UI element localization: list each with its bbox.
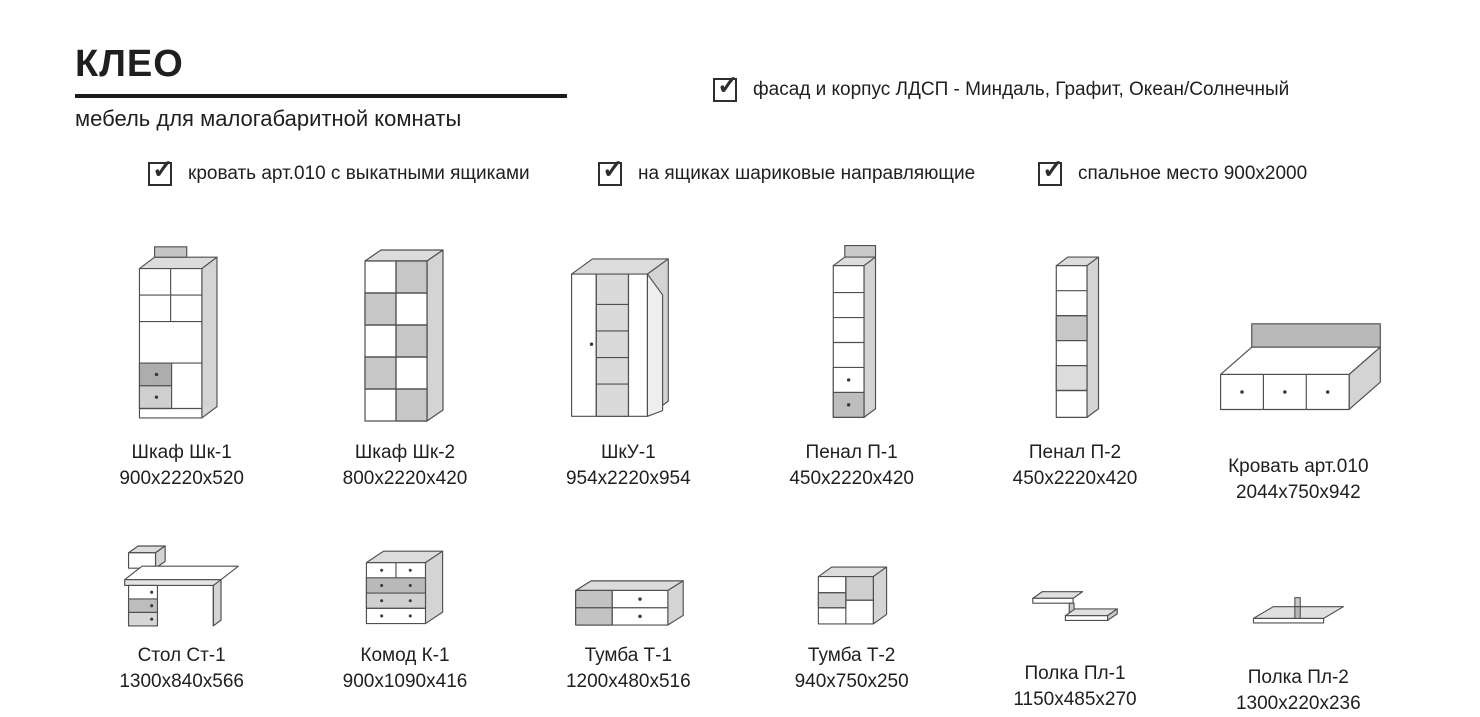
product-card-penal-p2: Пенал П-2 450х2220х420: [963, 228, 1186, 505]
product-card-penal-p1: Пенал П-1 450х2220х420: [740, 228, 963, 505]
feature-label: спальное место 900х2000: [1078, 163, 1308, 184]
checkmark-icon: ✓: [602, 154, 624, 184]
product-card-stol-st1: Стол Ст-1 1300х840х566: [70, 535, 293, 716]
product-caption: Кровать арт.010 2044х750х942: [1228, 454, 1368, 505]
stol-st1-drawing: [70, 535, 293, 631]
product-size: 800х2220х420: [342, 467, 468, 489]
product-size: 900х1090х416: [342, 670, 468, 692]
product-size: 2044х750х942: [1235, 481, 1361, 503]
shkaf-shk1-drawing: [70, 228, 293, 428]
shkaf-shk2-drawing: [293, 228, 516, 428]
product-size: 450х2220х420: [1012, 467, 1138, 489]
polka-pl1-drawing: [963, 535, 1186, 649]
product-caption: Шкаф Шк-1 900х2220х520: [119, 440, 244, 491]
product-name: Пенал П-1: [805, 442, 898, 463]
feature-label: кровать арт.010 с выкатными ящиками: [188, 163, 530, 184]
checkbox-icon: ✓: [1038, 154, 1064, 186]
product-size: 450х2220х420: [789, 467, 914, 489]
product-caption: Комод К-1 900х1090х416: [343, 643, 468, 694]
product-name: ШкУ-1: [600, 442, 656, 463]
komod-k1-drawing: [293, 535, 516, 631]
product-name: Стол Ст-1: [137, 645, 226, 667]
feature-bed-size: ✓ спальное место 900х2000: [1038, 154, 1308, 186]
krovat-010-drawing: [1187, 228, 1410, 442]
product-name: Кровать арт.010: [1228, 456, 1369, 477]
product-name: Шкаф Шк-2: [354, 442, 456, 463]
header: КЛЕО мебель для малогабаритной комнаты: [75, 43, 567, 132]
tumba-t1-drawing: [517, 535, 740, 631]
product-name: Тумба Т-2: [807, 645, 896, 667]
product-caption: Шкаф Шк-2 800х2220х420: [343, 440, 468, 491]
penal-p2-drawing: [963, 228, 1186, 428]
checkbox-icon: ✓: [148, 154, 174, 186]
product-size: 1200х480х516: [565, 670, 691, 692]
checkmark-icon: ✓: [1042, 154, 1064, 184]
product-card-tumba-t2: Тумба Т-2 940х750х250: [740, 535, 963, 716]
product-size: 954х2220х954: [565, 467, 691, 489]
product-caption: Тумба Т-1 1200х480х516: [566, 643, 691, 694]
product-size: 900х2220х520: [119, 467, 244, 489]
feature-label: на ящиках шариковые направляющие: [638, 163, 976, 184]
page-subtitle: мебель для малогабаритной комнаты: [75, 105, 462, 131]
product-name: Тумба Т-1: [584, 645, 673, 667]
checkmark-icon: ✓: [717, 70, 739, 100]
polka-pl2-drawing: [1187, 535, 1410, 653]
product-caption: Тумба Т-2 940х750х250: [795, 643, 909, 694]
page-title: КЛЕО: [75, 43, 567, 98]
product-name: Шкаф Шк-1: [131, 442, 232, 463]
product-card-tumba-t1: Тумба Т-1 1200х480х516: [517, 535, 740, 716]
product-name: Комод К-1: [360, 645, 450, 667]
product-card-shku1: ШкУ-1 954х2220х954: [517, 228, 740, 505]
product-size: 1300х220х236: [1235, 692, 1361, 714]
feature-label: фасад и корпус ЛДСП - Миндаль, Графит, О…: [753, 79, 1290, 100]
shku1-drawing: [517, 228, 740, 428]
product-card-komod-k1: Комод К-1 900х1090х416: [293, 535, 516, 716]
checkbox-icon: ✓: [598, 154, 624, 186]
product-grid: Шкаф Шк-1 900х2220х520 Шкаф: [70, 228, 1410, 717]
product-name: Пенал П-2: [1028, 442, 1122, 463]
product-card-polka-pl1: Полка Пл-1 1150х485х270: [963, 535, 1186, 716]
product-size: 1300х840х566: [119, 670, 244, 692]
feature-ball-guides: ✓ на ящиках шариковые направляющие: [598, 154, 976, 186]
product-name: Полка Пл-2: [1247, 667, 1349, 689]
product-size: 940х750х250: [794, 670, 909, 692]
checkbox-icon: ✓: [713, 70, 739, 102]
product-caption: Полка Пл-1 1150х485х270: [1013, 661, 1136, 712]
product-caption: Пенал П-2 450х2220х420: [1013, 440, 1138, 491]
product-caption: ШкУ-1 954х2220х954: [566, 440, 691, 491]
product-name: Полка Пл-1: [1024, 663, 1126, 685]
penal-p1-drawing: [740, 228, 963, 428]
product-card-polka-pl2: Полка Пл-2 1300х220х236: [1187, 535, 1410, 716]
product-caption: Пенал П-1 450х2220х420: [789, 440, 914, 491]
product-card-krovat-010: Кровать арт.010 2044х750х942: [1187, 228, 1410, 505]
checkmark-icon: ✓: [152, 154, 174, 184]
product-caption: Полка Пл-2 1300х220х236: [1236, 665, 1361, 716]
tumba-t2-drawing: [740, 535, 963, 631]
feature-bed-drawers: ✓ кровать арт.010 с выкатными ящиками: [148, 154, 530, 186]
product-card-shkaf-shk2: Шкаф Шк-2 800х2220х420: [293, 228, 516, 505]
product-caption: Стол Ст-1 1300х840х566: [119, 643, 244, 694]
feature-materials: ✓ фасад и корпус ЛДСП - Миндаль, Графит,…: [713, 70, 1290, 102]
product-size: 1150х485х270: [1013, 688, 1137, 710]
product-card-shkaf-shk1: Шкаф Шк-1 900х2220х520: [70, 228, 293, 505]
